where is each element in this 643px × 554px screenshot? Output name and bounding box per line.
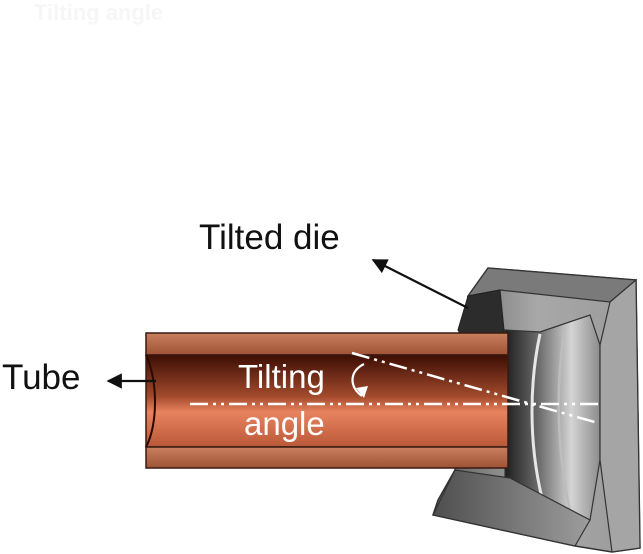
tilted-die	[432, 267, 641, 553]
die-inner-ring	[530, 333, 544, 499]
tube-left-rim	[145, 354, 156, 448]
die-centerline	[351, 351, 599, 425]
die-bottom-face	[432, 469, 591, 547]
die-callout-arrow	[371, 259, 469, 309]
header-title: Tilting angle	[34, 0, 164, 25]
tube	[145, 332, 509, 469]
tilted-die-label: Tilted die	[199, 218, 340, 257]
tilting-label: Tilting	[238, 358, 325, 395]
tube-label: Tube	[2, 358, 81, 397]
die-right-face	[599, 278, 641, 553]
tube-bore	[145, 354, 509, 448]
tube-top-wall	[145, 332, 509, 356]
tube-bottom-wall	[145, 446, 509, 469]
tilting-angle-arc	[351, 363, 365, 397]
tilting-angle-arrowhead	[356, 386, 368, 398]
die-inner-ring-2	[557, 325, 572, 511]
angle-label: angle	[244, 405, 325, 442]
